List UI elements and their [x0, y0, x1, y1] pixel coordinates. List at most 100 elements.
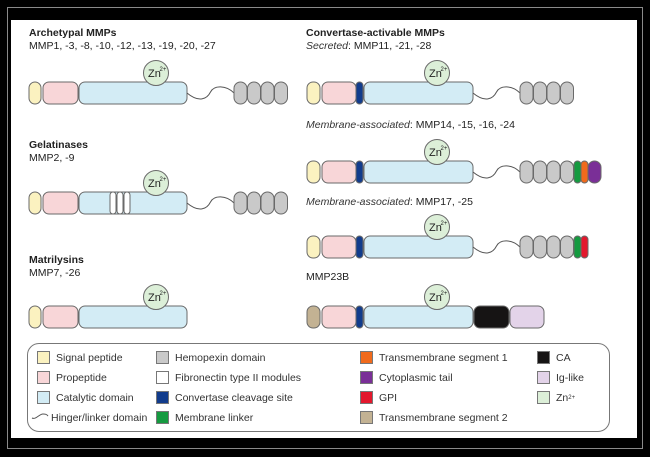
- hemopexin-blade: [546, 235, 561, 259]
- legend-swatch: [156, 351, 169, 364]
- legend-label: Zn: [556, 391, 569, 404]
- membrane-linker-domain: [573, 235, 582, 259]
- gpi-anchor-domain: [580, 235, 589, 259]
- ca-domain: [473, 305, 510, 329]
- subgroup-prefix: Secreted: [306, 40, 349, 52]
- transmembrane-segment-1-domain: [580, 160, 589, 184]
- propeptide-domain: [42, 305, 79, 329]
- legend-label: GPI: [379, 391, 398, 404]
- group-title-archetypal: Archetypal MMPs: [29, 27, 117, 39]
- hemopexin-blade: [546, 160, 561, 184]
- signal-peptide-domain: [28, 81, 42, 105]
- legend-zinc-superscript: 2+: [568, 394, 576, 401]
- zinc-superscript: 2+: [160, 291, 167, 297]
- signal-peptide-domain: [28, 305, 42, 329]
- catalytic-domain: [363, 81, 474, 105]
- linker-icon: [472, 86, 521, 100]
- legend-swatch: [156, 391, 169, 404]
- convertase-cleavage-site: [355, 305, 364, 329]
- hemopexin-blade: [560, 160, 574, 184]
- legend-swatch: [37, 371, 50, 384]
- hemopexin-blade: [247, 191, 261, 215]
- hemopexin-blade: [274, 191, 288, 215]
- legend-item-propeptide: Propeptide: [37, 371, 107, 384]
- linker-icon: [472, 165, 521, 179]
- propeptide-domain: [321, 305, 357, 329]
- hemopexin-blade: [247, 81, 261, 105]
- legend-item-tm2: Transmembrane segment 2: [360, 411, 508, 424]
- hemopexin-blade: [560, 81, 574, 105]
- propeptide-domain: [321, 235, 357, 259]
- catalytic-domain: [78, 305, 188, 329]
- legend-label: Catalytic domain: [56, 391, 134, 404]
- legend-swatch: [537, 351, 550, 364]
- subgroup-prefix: Membrane-associated: [306, 119, 410, 131]
- legend-item-ig-like: Ig-like: [537, 371, 584, 384]
- fibronectin-module: [123, 191, 131, 215]
- legend-item-fibronectin: Fibronectin type II modules: [156, 371, 301, 384]
- linker-icon: [31, 411, 49, 424]
- catalytic-domain: [363, 160, 474, 184]
- zinc-label: Zn: [429, 147, 442, 159]
- ig-like-domain: [509, 305, 545, 329]
- subgroup-secreted-label: Secreted: MMP11, -21, -28: [306, 40, 431, 52]
- legend-label: Transmembrane segment 1: [379, 351, 508, 364]
- legend-label: Convertase cleavage site: [175, 391, 293, 404]
- legend: [27, 343, 610, 432]
- zinc-label: Zn: [429, 222, 442, 234]
- legend-item-cytoplasmic: Cytoplasmic tail: [360, 371, 453, 384]
- legend-item-signal-peptide: Signal peptide: [37, 351, 123, 364]
- zinc-label: Zn: [148, 292, 161, 304]
- group-members-gelatinases: MMP2, -9: [29, 152, 75, 164]
- legend-label: Membrane linker: [175, 411, 254, 424]
- legend-swatch: [360, 351, 373, 364]
- zinc-ion-icon: [143, 170, 169, 196]
- hemopexin-blade: [260, 191, 275, 215]
- hemopexin-blade: [533, 160, 547, 184]
- zinc-superscript: 2+: [441, 221, 448, 227]
- linker-icon: [186, 86, 235, 100]
- transmembrane-segment-2-domain: [306, 305, 321, 329]
- subgroup-members: : MMP14, -15, -16, -24: [409, 119, 515, 131]
- zinc-superscript: 2+: [441, 291, 448, 297]
- legend-swatch: [37, 391, 50, 404]
- hemopexin-blade: [560, 235, 574, 259]
- subgroup-members: : MMP17, -25: [409, 196, 473, 208]
- subgroup-members: : MMP11, -21, -28: [348, 40, 432, 52]
- zinc-label: Zn: [148, 68, 161, 80]
- legend-item-tm1: Transmembrane segment 1: [360, 351, 508, 364]
- hemopexin-blade: [533, 81, 547, 105]
- legend-item-gpi: GPI: [360, 391, 397, 404]
- zinc-superscript: 2+: [160, 67, 167, 73]
- legend-label: Ig-like: [556, 371, 585, 384]
- frame-outline: [7, 7, 643, 449]
- zinc-ion-icon: [424, 214, 450, 240]
- legend-label: CA: [556, 351, 571, 364]
- legend-swatch: [156, 411, 169, 424]
- hemopexin-blade: [519, 160, 534, 184]
- legend-swatch: [360, 391, 373, 404]
- legend-label: Signal peptide: [56, 351, 123, 364]
- legend-swatch: [156, 371, 169, 384]
- signal-peptide-domain: [28, 191, 42, 215]
- convertase-cleavage-site: [355, 81, 364, 105]
- legend-item-membrane-linker: Membrane linker: [156, 411, 253, 424]
- subgroup-mmp23b-label: MMP23B: [306, 271, 350, 283]
- cytoplasmic-tail-domain: [587, 160, 602, 184]
- zinc-superscript: 2+: [441, 67, 448, 73]
- legend-item-hemopexin: Hemopexin domain: [156, 351, 265, 364]
- legend-swatch: [360, 371, 373, 384]
- legend-swatch: [537, 391, 550, 404]
- zinc-ion-icon: [424, 284, 450, 310]
- zinc-ion-icon: [424, 139, 450, 165]
- signal-peptide-domain: [306, 160, 321, 184]
- legend-swatch: [537, 371, 550, 384]
- zinc-label: Zn: [429, 292, 442, 304]
- catalytic-domain: [78, 81, 188, 105]
- group-members-matrilysins: MMP7, -26: [29, 267, 81, 279]
- hemopexin-blade: [546, 81, 561, 105]
- legend-item-catalytic: Catalytic domain: [37, 391, 134, 404]
- legend-item-convertase: Convertase cleavage site: [156, 391, 293, 404]
- membrane-linker-domain: [573, 160, 582, 184]
